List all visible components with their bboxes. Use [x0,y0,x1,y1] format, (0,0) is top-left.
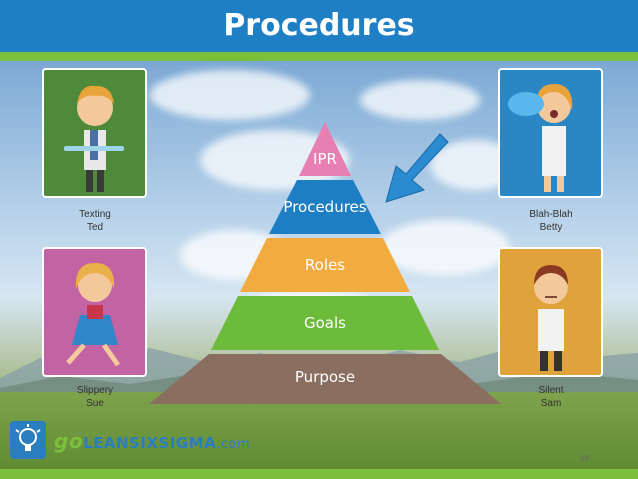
caption-line2: Betty [539,222,563,233]
pyramid-level-purpose [149,354,501,404]
pyramid-diagram: IPR Procedures Roles Goals Purpose [149,122,501,404]
cloud [380,220,510,275]
pyramid-level-procedures [269,180,381,234]
character-card-silent-sam [498,247,603,377]
footer-accent-line [0,469,638,479]
pyramid-label-roles: Roles [305,256,345,274]
caption-line2: Sam [540,398,562,409]
pyramid-level-goals [211,296,439,350]
header-accent-line [0,52,638,61]
slide-number: 18 [580,454,589,463]
caption-silent-sam: Silent Sam [491,384,611,410]
person-slipping-icon [66,263,121,367]
logo-main: LEANSIXSIGMA [83,434,217,452]
grass-field [0,392,638,472]
character-card-slippery-sue [42,247,147,377]
caption-line1: Silent [538,385,564,396]
character-card-blah-blah-betty [498,68,603,198]
header-bar [0,0,638,52]
pyramid-label-goals: Goals [304,314,346,332]
caption-line1: Blah-Blah [529,209,573,220]
caption-line1: Slippery [76,385,114,396]
pyramid-level-ipr [299,122,351,176]
character-card-texting-ted [42,68,147,198]
caption-line2: Sue [86,398,104,409]
person-texting-icon [64,85,124,192]
brand-logo[interactable]: goLEANSIXSIGMA.com [54,429,250,453]
pyramid-label-ipr: IPR [313,150,337,168]
logo-go: go [54,429,84,453]
caption-blah-blah-betty: Blah-Blah Betty [491,208,611,234]
caption-line1: Texting [79,209,111,220]
pyramid-label-procedures: Procedures [283,198,366,216]
caption-slippery-sue: Slippery Sue [35,384,155,410]
pyramid-level-roles [240,238,410,292]
pyramid-label-purpose: Purpose [295,368,355,386]
person-silent-icon [534,265,568,371]
person-talking-icon [508,84,573,192]
logo-suffix: .com [216,437,251,452]
caption-line2: Ted [86,222,104,233]
arrow-pointer-icon [385,133,449,203]
lightbulb-icon [10,421,46,459]
cloud [150,70,310,120]
cloud [360,80,480,120]
slide-title: Procedures [223,8,415,43]
caption-texting-ted: Texting Ted [35,208,155,234]
